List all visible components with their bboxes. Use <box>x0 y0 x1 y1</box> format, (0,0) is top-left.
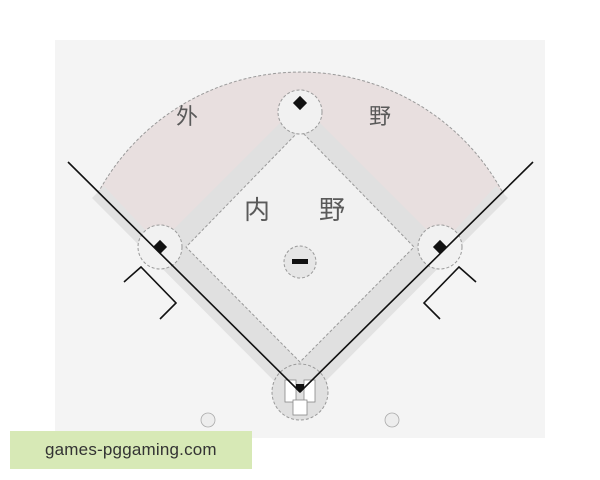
third-base-coach-box <box>123 265 178 320</box>
on-deck-circle-right <box>384 412 400 428</box>
right-foul-line <box>299 161 534 393</box>
on-deck-circle-left <box>200 412 216 428</box>
infield-grass-outline <box>185 129 415 363</box>
infield-label-left: 内 <box>244 196 270 226</box>
pitchers-plate <box>292 259 308 264</box>
outfield-label-right: 野 <box>369 105 391 130</box>
first-base-coach-box <box>422 265 477 320</box>
watermark-text: games-pggaming.com <box>45 440 217 459</box>
batters-box-left <box>284 379 297 403</box>
catchers-box <box>292 399 308 416</box>
infield-label-right: 野 <box>319 196 345 226</box>
outfield-label-left: 外 <box>176 105 198 130</box>
second-base-cutout <box>277 89 323 135</box>
left-foul-line <box>67 161 301 393</box>
second-base <box>292 95 308 111</box>
watermark-banner: games-pggaming.com <box>10 431 252 469</box>
third-base <box>152 239 168 255</box>
batters-box-right <box>303 379 316 403</box>
first-base <box>432 239 448 255</box>
